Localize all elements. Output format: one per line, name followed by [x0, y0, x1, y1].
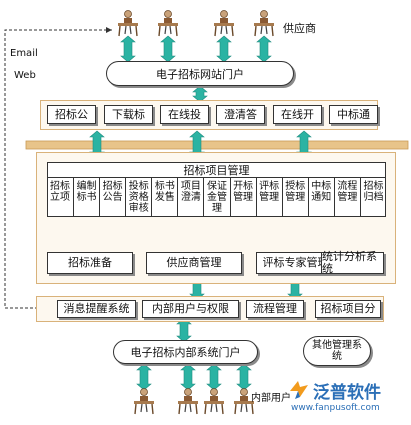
external-tab: 招标公: [47, 105, 96, 124]
project-mgmt-cell: 招标归档: [359, 178, 386, 216]
supplier-arrow: [216, 35, 232, 63]
project-mgmt-cell: 招标公告: [99, 178, 125, 216]
supplier-person-icon: [254, 10, 274, 37]
internal-user-arrow: [180, 363, 196, 391]
mid-module: 统计分析系统: [321, 251, 384, 275]
mid-module: 评标专家管理: [256, 252, 335, 274]
email-web-dashed-line: [4, 29, 112, 309]
external-tab: 中标通: [329, 105, 378, 124]
watermark-url: www.fanpusoft.com: [291, 403, 380, 413]
brand-logo-icon: [290, 381, 308, 399]
project-mgmt-cell: 保证金管理: [203, 178, 229, 216]
project-mgmt-cell: 项目澄清: [177, 178, 203, 216]
project-mgmt-cell: 编制标书: [73, 178, 99, 216]
internal-user-arrow: [236, 363, 252, 391]
mid-module: 供应商管理: [146, 252, 242, 274]
internal-user-person-icon: [204, 388, 224, 415]
external-tab: 在线开: [273, 105, 322, 124]
internal-user-person-icon: [134, 388, 154, 415]
separator-bar: [25, 140, 409, 150]
project-mgmt-cell: 评标管理: [255, 178, 282, 216]
supplier-arrow: [160, 35, 176, 63]
external-tab: 在线投: [160, 105, 209, 124]
bottom-module: 招标项目分: [315, 300, 381, 318]
project-mgmt-cell: 招标立项: [50, 181, 71, 203]
bottom-module: 流程管理: [246, 300, 304, 318]
project-mgmt-cell: 投标资格审核: [125, 178, 151, 216]
project-mgmt-grid: 招标立项编制标书招标公告投标资格审核标书发售项目澄清保证金管理开标管理评标管理授…: [47, 177, 386, 217]
supplier-label: 供应商: [283, 22, 316, 35]
supplier-person-icon: [118, 10, 138, 37]
project-mgmt-cell: 中标通知: [307, 178, 334, 216]
project-mgmt-title: 招标项目管理: [47, 162, 386, 178]
project-mgmt-cell: 授标管理: [281, 178, 308, 216]
supplier-person-icon: [158, 10, 178, 37]
internal-portal: 电子招标内部系统门户: [113, 340, 258, 364]
internal-user-person-icon: [178, 388, 198, 415]
web-label: Web: [14, 70, 36, 81]
watermark-brand: 泛普软件: [313, 383, 381, 403]
external-tab: 下载标: [104, 105, 153, 124]
project-mgmt-cell: 标书发售: [151, 178, 177, 216]
watermark: 泛普软件 www.fanpusoft.com: [285, 375, 405, 415]
supplier-arrow: [120, 35, 136, 63]
mid-module: 招标准备: [47, 252, 133, 274]
internal-user-arrow: [136, 363, 152, 391]
email-label: Email: [10, 48, 38, 59]
project-mgmt-cell: 开标管理: [229, 178, 256, 216]
internal-user-person-icon: [234, 388, 254, 415]
external-portal: 电子招标网站门户: [106, 61, 294, 86]
supplier-arrow: [256, 35, 272, 63]
external-tab: 澄清答: [216, 105, 265, 124]
dashed-arrowhead-icon: [106, 27, 112, 33]
supplier-person-icon: [214, 10, 234, 37]
internal-user-arrow: [206, 363, 222, 391]
internal-user-label: 内部用户: [251, 393, 291, 404]
bottom-module: 消息提醒系统: [57, 300, 136, 318]
project-mgmt-cell: 流程管理: [333, 178, 360, 216]
other-management-system: 其他管理系统: [303, 336, 371, 366]
bottom-module: 内部用户与权限: [142, 300, 239, 318]
